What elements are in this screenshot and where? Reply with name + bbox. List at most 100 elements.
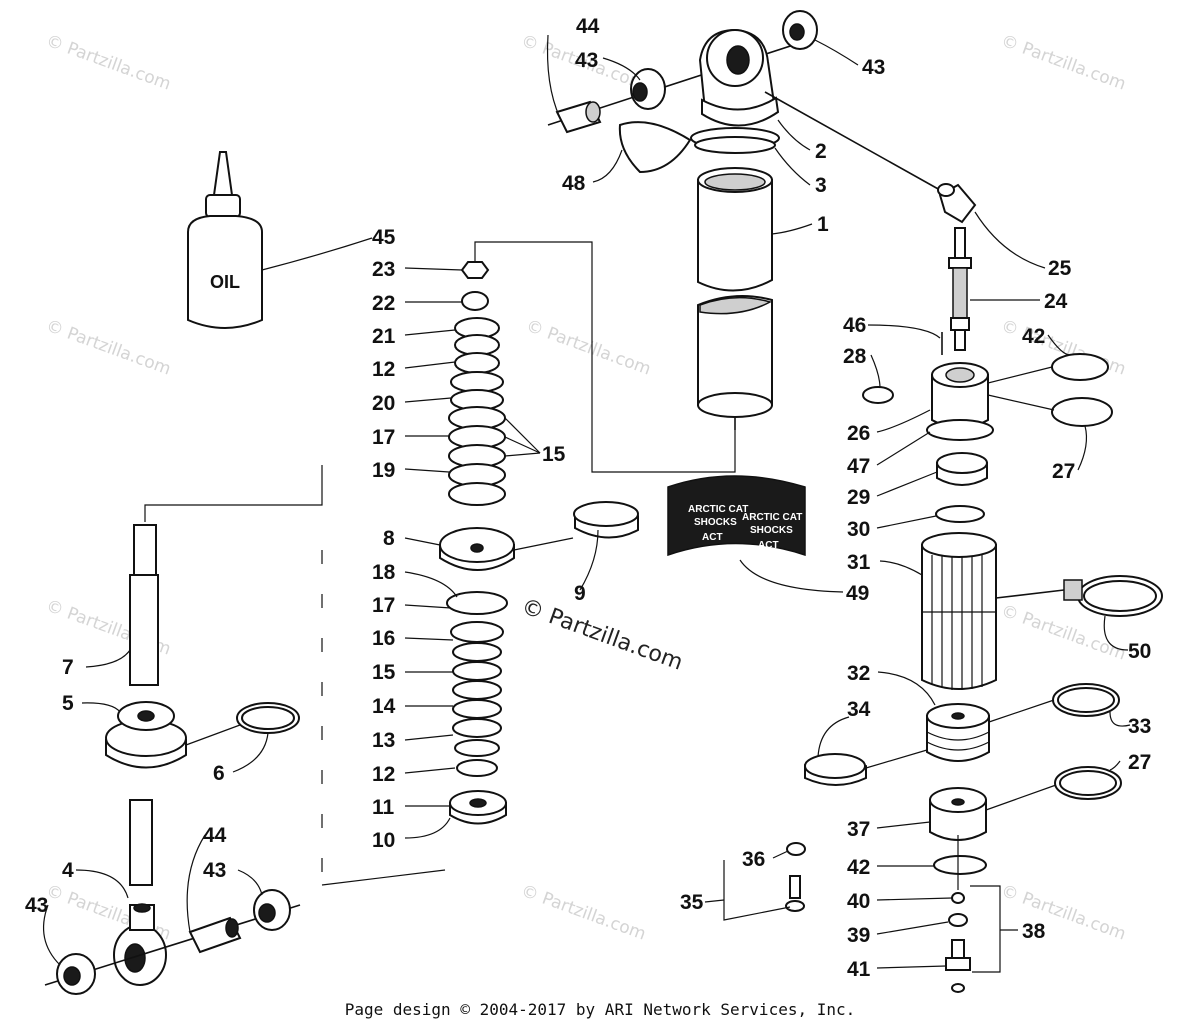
reservoir-part-31 (921, 532, 997, 690)
shock-body-group (547, 10, 941, 430)
callout-12: 12 (372, 763, 395, 786)
shaft-lower-part (129, 799, 153, 886)
piston-part-8 (439, 527, 515, 571)
callout-17: 17 (372, 594, 395, 617)
callout-27: 27 (1052, 460, 1075, 483)
callout-1: 1 (817, 213, 829, 236)
callout-16: 16 (372, 627, 395, 650)
callout-25: 25 (1048, 257, 1072, 280)
callout-34: 34 (847, 698, 871, 721)
decal-line1: ARCTIC CAT (742, 512, 802, 523)
watermark: © Partzilla.com (518, 881, 648, 945)
watermark: © Partzilla.com (998, 881, 1128, 945)
decal-line3: ACT (702, 532, 723, 543)
watermark: © Partzilla.com (523, 316, 653, 380)
leader-line (321, 869, 446, 886)
callout-40: 40 (847, 890, 870, 913)
ring-part-6 (236, 702, 300, 734)
callout-27: 27 (1128, 751, 1151, 774)
callout-13: 13 (372, 729, 395, 752)
shaft-part-7 (129, 524, 159, 686)
callout-8: 8 (383, 527, 395, 550)
bolt-part-41 (945, 939, 971, 993)
watermark: © Partzilla.com (43, 31, 173, 95)
callout-23: 23 (372, 258, 395, 281)
callout-44: 44 (203, 824, 227, 847)
piston-part-32 (926, 703, 990, 762)
o-ring-part-28 (862, 386, 894, 404)
callout-9: 9 (574, 582, 586, 605)
o-ring-part-42-lower (933, 855, 987, 875)
ring-part-27-lower (1054, 766, 1122, 800)
leader-line (144, 465, 323, 522)
callout-31: 31 (847, 551, 871, 574)
valve-stack (439, 241, 736, 825)
callout-43: 43 (862, 56, 885, 79)
part-48 (618, 121, 692, 174)
eyelet-cap (698, 28, 780, 127)
bushing-part-43-lower-right (253, 889, 291, 931)
callout-21: 21 (372, 325, 396, 348)
callout-22: 22 (372, 292, 395, 315)
callout-37: 37 (847, 818, 870, 841)
callout-10: 10 (372, 829, 395, 852)
shock-body-part-1 (697, 167, 773, 418)
callout-7: 7 (62, 656, 74, 679)
callout-43: 43 (25, 894, 48, 917)
callout-24: 24 (1044, 290, 1068, 313)
bushing-part-43-lower-left (56, 953, 96, 995)
o-ring-part-27 (1051, 397, 1113, 427)
callout-2: 2 (815, 140, 827, 163)
callout-36: 36 (742, 848, 765, 871)
washer-part-10 (449, 790, 507, 825)
washer-part-22 (461, 291, 489, 311)
shim-stack-upper (448, 317, 506, 506)
ring-part-33 (1052, 683, 1120, 717)
callout-48: 48 (562, 172, 586, 195)
callout-20: 20 (372, 392, 395, 415)
callout-28: 28 (843, 345, 867, 368)
valve-part-40 (951, 892, 965, 904)
clamp-part-50 (1063, 575, 1163, 617)
cap-part-26 (931, 362, 989, 429)
nut-part-23 (460, 261, 490, 279)
decal-line3: ACT (758, 540, 779, 551)
callout-33: 33 (1128, 715, 1151, 738)
o-ring-part-47 (926, 419, 994, 441)
piston-part-29 (936, 452, 988, 486)
sleeve-part-44-lower (188, 916, 242, 954)
callout-4: 4 (62, 859, 74, 882)
bearing-part-5 (105, 701, 187, 769)
decal-line2: SHOCKS (694, 517, 737, 528)
watermark: © Partzilla.com (43, 316, 173, 380)
callout-47: 47 (847, 455, 870, 478)
callout-45: 45 (372, 226, 396, 249)
shaft-assembly (44, 465, 446, 995)
oil-bottle-part-45: OIL (187, 151, 263, 329)
callout-15: 15 (542, 443, 566, 466)
washer-part-39 (948, 913, 968, 927)
callout-50: 50 (1128, 640, 1151, 663)
o-ring-part-30 (935, 505, 985, 523)
callout-44: 44 (576, 15, 600, 38)
callout-43: 43 (575, 49, 598, 72)
callout-14: 14 (372, 695, 396, 718)
elbow-part-25 (937, 183, 977, 224)
sleeve-part-44 (555, 100, 602, 134)
callout-42: 42 (1022, 325, 1045, 348)
callout-11: 11 (372, 796, 395, 819)
washer-part-36 (786, 842, 806, 856)
callout-17: 17 (372, 426, 395, 449)
copyright-footer: Page design © 2004-2017 by ARI Network S… (344, 1000, 856, 1019)
reservoir-group (785, 183, 1163, 993)
callout-41: 41 (847, 958, 871, 981)
bushing-part-43-right (782, 10, 818, 50)
piston-part-37 (929, 787, 987, 841)
callout-18: 18 (372, 561, 396, 584)
callout-46: 46 (843, 314, 866, 337)
callout-26: 26 (847, 422, 870, 445)
callout-5: 5 (62, 692, 74, 715)
decal-line1: ARCTIC CAT (688, 504, 748, 515)
